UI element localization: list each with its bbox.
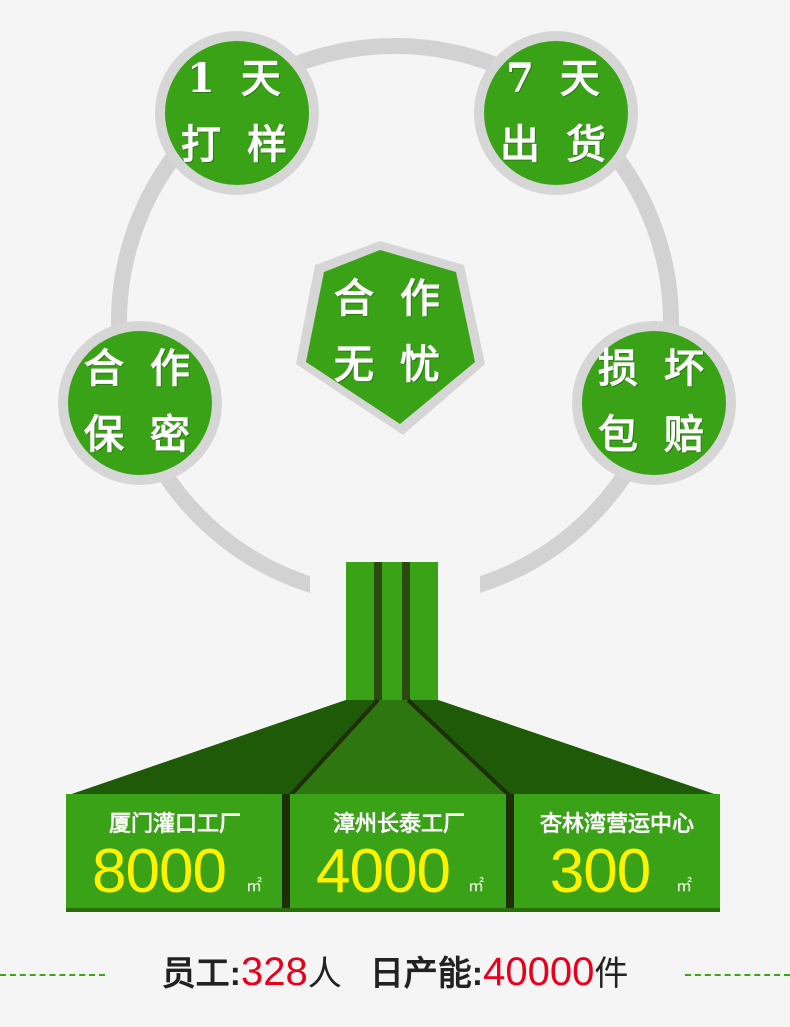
bubble-mid-left-text: 合 作 保 密 [80,336,200,468]
factory-3-name: 杏林湾营运中心 [539,812,694,837]
bubble-mid-right-text: 损 坏 包 赔 [594,336,714,468]
pentagon [306,250,475,424]
cooperation-label: 合 作 [84,345,196,392]
capacity-unit: 件 [594,955,629,993]
capacity-label: 日产能: [369,955,484,993]
center-text: 合 作 无 忧 [330,266,450,398]
divider-right [685,974,790,976]
bubble-mid-left [58,321,222,485]
stats-line: 员工:328人日产能:40000件 [0,946,790,1006]
factory-1-name: 厦门灌口工厂 [108,812,241,837]
factory-3-area: 300 [549,837,651,906]
confidential-label: 保 密 [84,411,196,458]
staff-unit: 人 [307,955,342,993]
bubble-top-right-text: 7 天 出 货 [496,46,616,178]
factory-1-area: 8000 [92,837,227,906]
damage-label: 损 坏 [598,345,710,392]
bubble-mid-right [572,321,736,485]
capacity-value: 40000 [483,950,595,994]
staff-label: 员工: [161,955,241,993]
bubble-top-left [155,31,319,195]
roof [66,698,720,798]
trunk [346,562,438,707]
center-line2: 无 忧 [334,341,446,388]
factory-2-area: 4000 [316,837,451,906]
bubble-top-right [474,31,638,195]
divider-left [0,974,105,976]
center-line1: 合 作 [334,275,446,322]
delivery-label: 出 货 [500,121,612,168]
factory-2-name: 漳州长泰工厂 [332,812,465,837]
bubble-top-left-text: 1 天 打 样 [177,46,297,178]
sample-label: 打 样 [181,121,293,168]
factory-panels [66,794,720,912]
delivery-days: 7 天 [506,55,606,102]
factory-1-unit: ㎡ [246,878,263,895]
staff-value: 328 [241,950,308,994]
sample-days: 1 天 [187,55,287,102]
factory-2-unit: ㎡ [468,878,485,895]
compensation-label: 包 赔 [598,411,710,458]
factory-3-unit: ㎡ [676,878,693,895]
